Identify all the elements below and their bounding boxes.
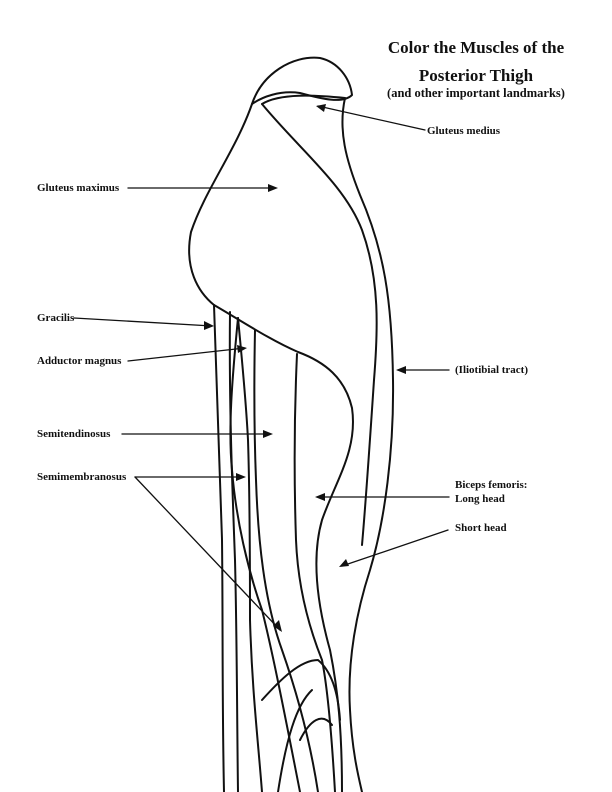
biceps-femoris-long-head bbox=[293, 353, 336, 792]
gluteus-maximus-border bbox=[261, 103, 378, 546]
label-gluteus-maximus: Gluteus maximus bbox=[37, 182, 120, 194]
label-semitendinosus: Semitendinosus bbox=[37, 428, 111, 440]
label-adductor-magnus: Adductor magnus bbox=[37, 355, 122, 367]
label-gracilis: Gracilis bbox=[37, 312, 75, 324]
label-gluteus-medius: Gluteus medius bbox=[427, 125, 501, 137]
semimembranosus-arrowhead-lower bbox=[273, 620, 282, 632]
gluteus-medius-inner bbox=[261, 94, 346, 105]
semimembranosus-band bbox=[229, 317, 301, 792]
long-head-arrowhead bbox=[315, 493, 325, 501]
gluteus-maximus-arrowhead bbox=[268, 184, 278, 192]
semimembranosus-arrow-lower bbox=[134, 476, 281, 631]
adductor-magnus-outline bbox=[237, 317, 263, 792]
title-line-1: Color the Muscles of the bbox=[387, 38, 565, 57]
adductor-magnus-arrow bbox=[127, 347, 246, 362]
diagram-subtitle: (and other important landmarks) bbox=[387, 86, 565, 100]
label-long-head: Long head bbox=[455, 493, 505, 505]
semitendinosus-arrowhead bbox=[263, 430, 273, 438]
label-iliotibial-tract: (Iliotibial tract) bbox=[455, 364, 529, 376]
label-short-head: Short head bbox=[455, 522, 507, 534]
gluteus-medius-outline bbox=[251, 56, 353, 105]
adductor-magnus-arrowhead bbox=[237, 345, 247, 353]
label-biceps-femoris: Biceps femoris: bbox=[455, 479, 528, 491]
short-head-arrowhead bbox=[339, 559, 349, 567]
semimembranosus-arrowhead-upper bbox=[236, 473, 246, 481]
diagram-title: Color the Muscles of the Posterior Thigh bbox=[360, 34, 592, 90]
gluteal-fold bbox=[213, 304, 354, 792]
iliotibial-tract-arrowhead bbox=[396, 366, 406, 374]
gluteus-medius-arrow bbox=[317, 105, 426, 131]
thigh-outer-contour bbox=[188, 97, 395, 792]
gracilis-outline bbox=[213, 304, 239, 792]
gracilis-arrowhead bbox=[204, 321, 214, 330]
popliteal-tendons bbox=[261, 659, 341, 792]
gracilis-arrow bbox=[73, 317, 213, 327]
title-line-2: Posterior Thigh bbox=[418, 66, 534, 85]
short-head-arrow bbox=[341, 529, 449, 567]
label-semimembranosus: Semimembranosus bbox=[37, 471, 127, 483]
semitendinosus-outline bbox=[253, 329, 319, 792]
gluteus-medius-arrowhead bbox=[316, 104, 326, 112]
